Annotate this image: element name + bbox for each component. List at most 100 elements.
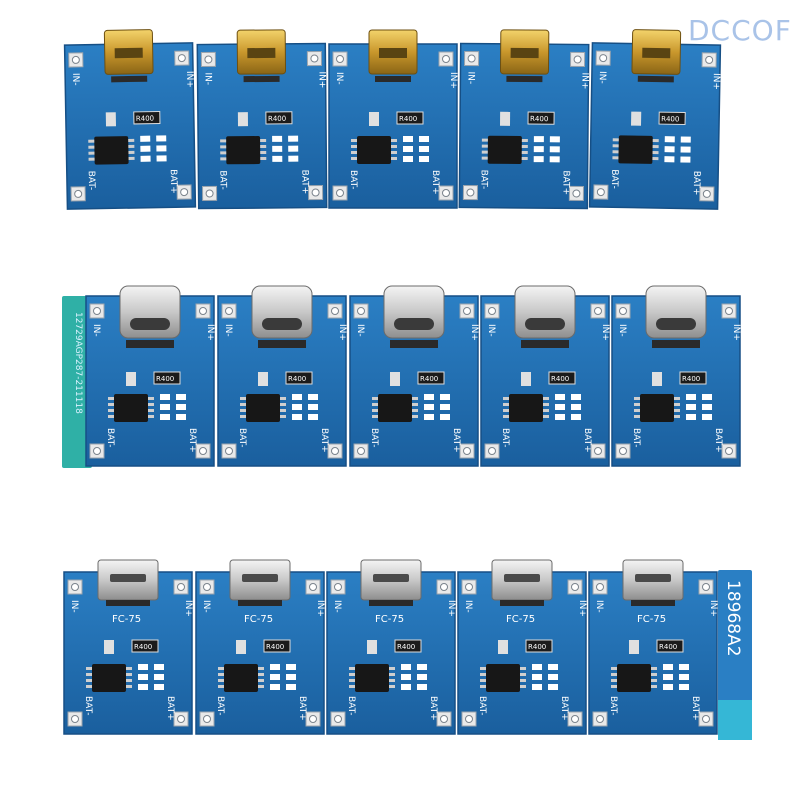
connector-opening	[110, 574, 146, 582]
pad-hole	[177, 54, 186, 63]
ic-pin	[652, 150, 659, 155]
resistor	[525, 639, 553, 653]
pad-hole	[596, 583, 604, 591]
ic-pin	[128, 144, 135, 149]
charger-ic	[92, 664, 126, 692]
connector-opening	[525, 318, 565, 330]
small-component	[631, 111, 642, 126]
smd-part	[154, 664, 164, 670]
connector-opening	[242, 574, 278, 582]
ic-pin	[351, 157, 357, 160]
charger-ic	[114, 394, 148, 422]
ic-pin	[412, 403, 418, 406]
smd-part	[288, 135, 299, 142]
smd-part	[403, 156, 413, 162]
ic-pin	[349, 685, 355, 688]
usb-c-connector	[119, 285, 181, 339]
ic-pin	[674, 415, 680, 418]
pad-hole	[594, 307, 602, 315]
small-component	[367, 640, 377, 654]
pad-hole	[594, 447, 602, 455]
smd-part	[286, 664, 296, 670]
label-bat-plus: BAT+	[187, 428, 197, 453]
ic-pin	[218, 685, 224, 688]
usb-c-connector	[383, 285, 445, 339]
pad-hole	[309, 583, 317, 591]
ic-pin	[260, 144, 267, 149]
ic-pin	[674, 409, 680, 412]
label-bat-minus: BAT-	[215, 696, 225, 716]
pad-hole	[467, 54, 476, 63]
smd-part	[548, 674, 558, 680]
smd-part	[288, 145, 299, 152]
charger-ic	[378, 394, 412, 422]
ic-pin	[240, 397, 246, 400]
smd-part	[440, 394, 450, 400]
pad-hole	[203, 583, 211, 591]
smd-part	[270, 684, 280, 690]
label-in-minus: IN-	[465, 71, 475, 84]
smd-part	[419, 156, 429, 162]
smd-part	[533, 146, 544, 153]
usb-c-connector	[645, 285, 707, 339]
smd-part	[424, 414, 434, 420]
ic-pin	[220, 151, 227, 155]
smd-part	[272, 145, 283, 152]
smd-part	[663, 664, 673, 670]
pad-hole	[702, 189, 711, 198]
label-in-plus: IN+	[183, 600, 193, 617]
resistor	[133, 110, 161, 125]
smd-part	[532, 684, 542, 690]
connector-opening	[635, 574, 671, 582]
resistor	[658, 111, 686, 126]
ic-pin	[503, 415, 509, 418]
connector-opening	[130, 318, 170, 330]
smd-part	[549, 136, 560, 143]
label-in-plus: IN+	[600, 324, 610, 341]
smd-part	[138, 684, 148, 690]
ic-pin	[481, 156, 488, 160]
resistor-label: R400	[268, 115, 286, 123]
charger-ic	[617, 664, 651, 692]
smd-part	[417, 664, 427, 670]
ic-pin	[520, 685, 526, 688]
pad-hole	[465, 583, 473, 591]
smd-part	[549, 156, 560, 163]
pad-hole	[463, 307, 471, 315]
smd-part	[702, 414, 712, 420]
smd-part	[571, 414, 581, 420]
smd-part	[664, 156, 675, 163]
ic-pin	[651, 685, 657, 688]
ic-pin	[372, 403, 378, 406]
ic-pin	[372, 397, 378, 400]
smd-part	[686, 414, 696, 420]
connector-pins	[500, 600, 544, 606]
pad-hole	[71, 55, 80, 64]
smd-part	[702, 404, 712, 410]
connector-pins	[238, 600, 282, 606]
smd-part	[176, 394, 186, 400]
resistor-label: R400	[530, 115, 548, 123]
ic-pin	[521, 156, 528, 161]
pad-hole	[488, 307, 496, 315]
pad-hole	[705, 55, 714, 64]
pad-hole	[199, 307, 207, 315]
breakaway-strip	[62, 296, 92, 468]
smd-part	[664, 146, 675, 153]
ic-pin	[543, 415, 549, 418]
label-bat-plus: BAT+	[319, 428, 329, 453]
board-row-mini-usb: IN-IN+R400BAT-BAT+IN-IN+R400BAT-BAT+IN-I…	[63, 29, 722, 210]
pad-hole	[619, 447, 627, 455]
pad-hole	[440, 583, 448, 591]
charger-ic	[509, 394, 543, 422]
smd-part	[403, 146, 413, 152]
smd-part	[140, 145, 151, 152]
